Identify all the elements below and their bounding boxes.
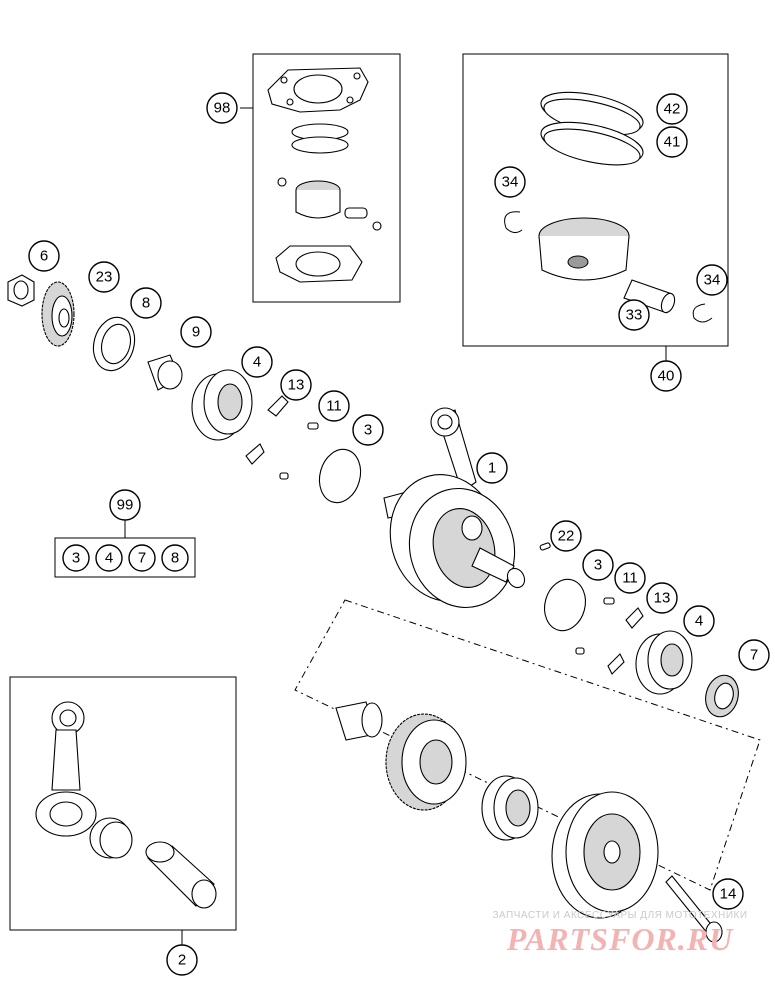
svg-text:4: 4 bbox=[253, 354, 261, 371]
svg-text:4: 4 bbox=[105, 550, 113, 567]
callout-13-right: 13 bbox=[646, 582, 678, 614]
crank-pin bbox=[145, 841, 217, 909]
piston bbox=[538, 217, 630, 281]
svg-text:3: 3 bbox=[364, 422, 372, 439]
piston-kit-frame bbox=[462, 53, 729, 347]
main-bearing-4-left bbox=[191, 369, 253, 441]
callout-41: 41 bbox=[656, 126, 688, 158]
svg-text:4: 4 bbox=[695, 613, 703, 630]
svg-text:33: 33 bbox=[626, 307, 643, 324]
leader-lines bbox=[124, 107, 667, 945]
retainer-plate-13-right bbox=[607, 607, 644, 675]
shaft-seal-7 bbox=[705, 674, 739, 718]
connecting-rod bbox=[35, 701, 97, 837]
callout-42: 42 bbox=[656, 93, 688, 125]
callout-3-left: 3 bbox=[352, 414, 384, 446]
svg-text:11: 11 bbox=[622, 570, 638, 587]
rod-bearing bbox=[89, 817, 133, 859]
callout-3-right: 3 bbox=[582, 549, 614, 581]
watermark-caption: ЗАПЧАСТИ И АКСЕССУАРЫ ДЛЯ МОТОТЕХНИКИ bbox=[492, 910, 748, 921]
crankshaft-1 bbox=[383, 407, 526, 609]
svg-text:34: 34 bbox=[704, 272, 721, 289]
svg-text:1: 1 bbox=[488, 460, 496, 477]
timing-gear-23 bbox=[41, 281, 75, 347]
shim-3-right bbox=[543, 578, 587, 632]
svg-text:22: 22 bbox=[558, 528, 575, 545]
svg-text:3: 3 bbox=[594, 557, 602, 574]
callout-33: 33 bbox=[618, 299, 650, 331]
callout-11-left: 11 bbox=[318, 390, 350, 422]
piston-ring-41 bbox=[540, 121, 644, 166]
svg-text:9: 9 bbox=[192, 324, 200, 341]
callout-4-right: 4 bbox=[683, 605, 715, 637]
shim-3-left bbox=[318, 448, 362, 504]
callout-9: 9 bbox=[180, 316, 212, 348]
callout-98: 98 bbox=[206, 92, 238, 124]
svg-text:40: 40 bbox=[658, 368, 675, 385]
callout-34-left: 34 bbox=[494, 166, 526, 198]
watermark: ЗАПЧАСТИ И АКСЕССУАРЫ ДЛЯ МОТОТЕХНИКИ PA… bbox=[470, 910, 770, 957]
svg-text:98: 98 bbox=[214, 100, 231, 117]
kit99-item-8: 8 bbox=[161, 544, 189, 572]
svg-text:11: 11 bbox=[326, 398, 342, 415]
balancer-group-dashed-frame bbox=[294, 599, 761, 891]
flywheel-rotor bbox=[551, 791, 659, 919]
callout-8: 8 bbox=[130, 287, 162, 319]
svg-text:23: 23 bbox=[96, 269, 113, 286]
primary-gear bbox=[385, 713, 467, 811]
callout-4-left: 4 bbox=[241, 346, 273, 378]
piston-pin-clip-left bbox=[504, 211, 523, 234]
watermark-logo: PARTSFOR.RU bbox=[506, 921, 734, 957]
svg-text:42: 42 bbox=[664, 101, 681, 118]
piston-pin-clip-right bbox=[692, 303, 713, 323]
callout-23: 23 bbox=[88, 261, 120, 293]
gasket-kit-frame bbox=[252, 53, 401, 303]
freewheel-bearing bbox=[481, 775, 539, 841]
nut-6 bbox=[7, 274, 35, 307]
cylinder-base-gasket bbox=[275, 245, 363, 283]
callout-13-left: 13 bbox=[280, 369, 312, 401]
svg-text:41: 41 bbox=[664, 134, 681, 151]
svg-text:13: 13 bbox=[288, 377, 305, 394]
conrod-kit-frame bbox=[9, 676, 237, 931]
svg-text:8: 8 bbox=[171, 550, 179, 567]
small-piston bbox=[277, 177, 382, 231]
svg-text:7: 7 bbox=[750, 647, 758, 664]
kit99-item-7: 7 bbox=[128, 544, 156, 572]
svg-text:13: 13 bbox=[654, 590, 671, 607]
svg-text:99: 99 bbox=[117, 497, 134, 514]
kit99-item-4: 4 bbox=[95, 544, 123, 572]
bushing-9 bbox=[147, 354, 183, 391]
main-bearing-4-right bbox=[635, 630, 693, 695]
cylinder-head-gasket bbox=[267, 67, 369, 113]
callout-1: 1 bbox=[476, 452, 508, 484]
svg-text:7: 7 bbox=[138, 550, 146, 567]
svg-text:34: 34 bbox=[502, 174, 519, 191]
screw-11-left bbox=[279, 422, 319, 480]
callout-2: 2 bbox=[166, 944, 198, 976]
screw-14 bbox=[665, 875, 723, 943]
svg-text:8: 8 bbox=[142, 295, 150, 312]
callout-22: 22 bbox=[550, 520, 582, 552]
piston-pin bbox=[623, 279, 676, 314]
pin-22 bbox=[539, 542, 551, 551]
callout-34-right: 34 bbox=[696, 264, 728, 296]
piston-rings-small bbox=[291, 123, 349, 154]
svg-text:3: 3 bbox=[72, 550, 80, 567]
svg-text:6: 6 bbox=[40, 248, 48, 265]
callout-6: 6 bbox=[28, 240, 60, 272]
screw-11-right bbox=[575, 597, 615, 655]
retainer-plate-13-left bbox=[245, 395, 289, 465]
needle-bearing bbox=[335, 701, 383, 741]
callout-7: 7 bbox=[738, 639, 770, 671]
seal-ring-8 bbox=[92, 316, 136, 372]
callout-14: 14 bbox=[712, 878, 744, 910]
svg-text:14: 14 bbox=[720, 886, 737, 903]
svg-text:2: 2 bbox=[178, 952, 186, 969]
callout-11-right: 11 bbox=[614, 562, 646, 594]
callout-40: 40 bbox=[650, 360, 682, 392]
kit99-item-3: 3 bbox=[62, 544, 90, 572]
callout-99: 99 bbox=[109, 489, 141, 521]
